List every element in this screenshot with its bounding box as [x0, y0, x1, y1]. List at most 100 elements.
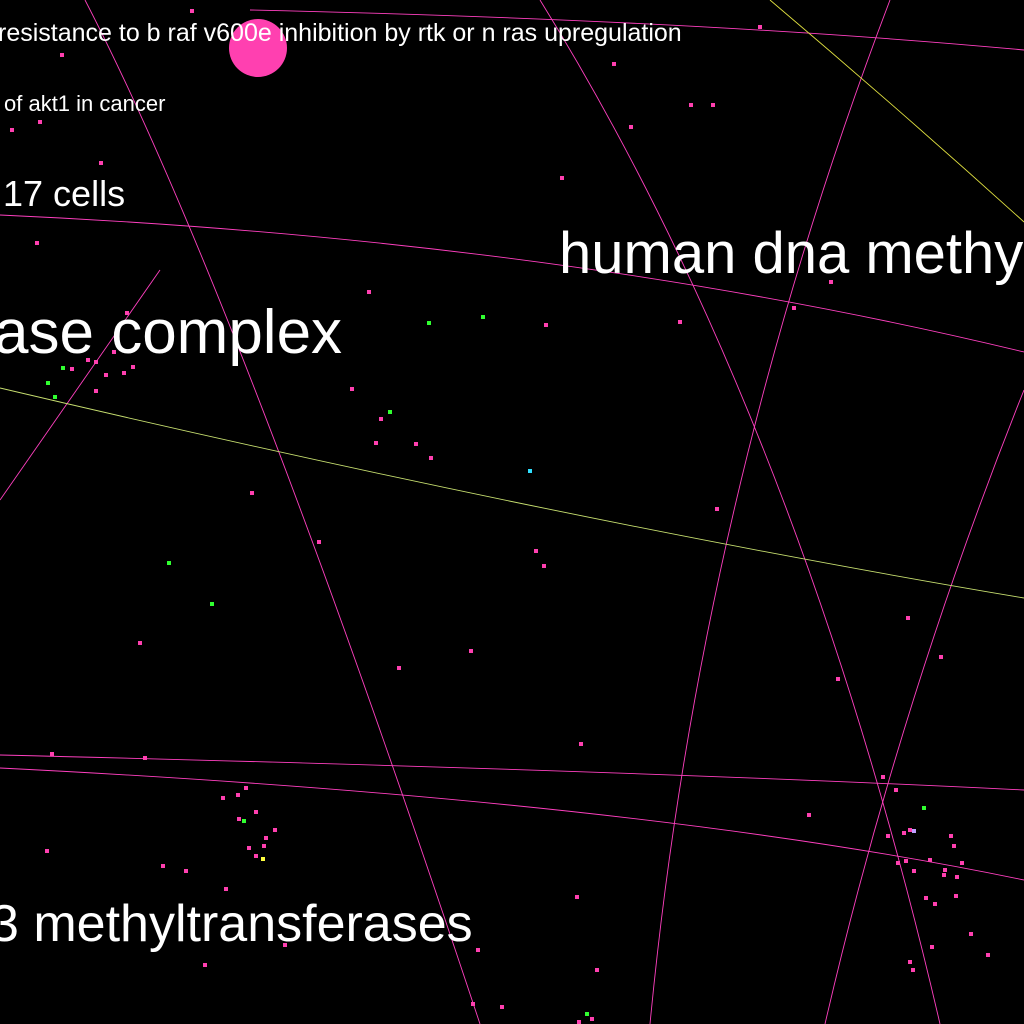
graph-node[interactable]	[184, 869, 188, 873]
graph-node[interactable]	[711, 103, 715, 107]
graph-node[interactable]	[94, 360, 98, 364]
graph-node[interactable]	[45, 849, 49, 853]
graph-node[interactable]	[125, 311, 129, 315]
graph-node[interactable]	[912, 829, 916, 833]
graph-node[interactable]	[104, 373, 108, 377]
graph-node[interactable]	[237, 817, 241, 821]
graph-node[interactable]	[203, 963, 207, 967]
graph-node[interactable]	[46, 381, 50, 385]
graph-node[interactable]	[534, 549, 538, 553]
graph-node[interactable]	[161, 864, 165, 868]
graph-node[interactable]	[969, 932, 973, 936]
graph-node[interactable]	[94, 389, 98, 393]
graph-node[interactable]	[954, 894, 958, 898]
graph-node[interactable]	[261, 857, 265, 861]
cluster-label-braf-resistance[interactable]: resistance to b raf v600e inhibition by …	[0, 19, 682, 47]
graph-node[interactable]	[924, 896, 928, 900]
graph-node[interactable]	[469, 649, 473, 653]
cluster-label-methyltransferases[interactable]: 3 methyltransferases	[0, 895, 473, 953]
graph-node[interactable]	[35, 241, 39, 245]
graph-node[interactable]	[254, 854, 258, 858]
graph-node[interactable]	[933, 902, 937, 906]
graph-node[interactable]	[928, 858, 932, 862]
cluster-label-cells[interactable]: 17 cells	[3, 173, 126, 214]
graph-node[interactable]	[758, 25, 762, 29]
graph-node[interactable]	[829, 280, 833, 284]
graph-node[interactable]	[908, 828, 912, 832]
graph-node[interactable]	[50, 752, 54, 756]
graph-node[interactable]	[122, 371, 126, 375]
graph-node[interactable]	[53, 395, 57, 399]
graph-node[interactable]	[689, 103, 693, 107]
graph-node[interactable]	[886, 834, 890, 838]
graph-node[interactable]	[242, 819, 246, 823]
graph-node[interactable]	[942, 873, 946, 877]
graph-node[interactable]	[807, 813, 811, 817]
graph-node[interactable]	[612, 62, 616, 66]
graph-node[interactable]	[943, 868, 947, 872]
graph-node[interactable]	[896, 861, 900, 865]
graph-node[interactable]	[579, 742, 583, 746]
graph-node[interactable]	[224, 887, 228, 891]
graph-node[interactable]	[894, 788, 898, 792]
graph-node[interactable]	[836, 677, 840, 681]
graph-node[interactable]	[881, 775, 885, 779]
graph-node[interactable]	[367, 290, 371, 294]
graph-node[interactable]	[906, 616, 910, 620]
cluster-label-dna-methylation[interactable]: human dna methy	[559, 221, 1024, 286]
graph-node[interactable]	[244, 786, 248, 790]
cluster-label-complex[interactable]: ase complex	[0, 298, 343, 367]
graph-node[interactable]	[542, 564, 546, 568]
graph-node[interactable]	[911, 968, 915, 972]
graph-node[interactable]	[247, 846, 251, 850]
graph-node[interactable]	[429, 456, 433, 460]
graph-node[interactable]	[476, 948, 480, 952]
graph-node[interactable]	[262, 844, 266, 848]
graph-node[interactable]	[902, 831, 906, 835]
graph-node[interactable]	[960, 861, 964, 865]
graph-node[interactable]	[544, 323, 548, 327]
graph-node[interactable]	[952, 844, 956, 848]
graph-node[interactable]	[629, 125, 633, 129]
graph-node[interactable]	[912, 869, 916, 873]
graph-node[interactable]	[317, 540, 321, 544]
graph-node[interactable]	[221, 796, 225, 800]
graph-node[interactable]	[10, 128, 14, 132]
graph-node[interactable]	[112, 350, 116, 354]
graph-node[interactable]	[379, 417, 383, 421]
graph-node[interactable]	[86, 358, 90, 362]
graph-node[interactable]	[273, 828, 277, 832]
graph-node[interactable]	[560, 176, 564, 180]
graph-node[interactable]	[585, 1012, 589, 1016]
graph-node[interactable]	[397, 666, 401, 670]
cluster-label-akt1-cancer[interactable]: of akt1 in cancer	[4, 91, 166, 116]
graph-node[interactable]	[904, 859, 908, 863]
graph-node[interactable]	[590, 1017, 594, 1021]
graph-node[interactable]	[577, 1020, 581, 1024]
graph-node[interactable]	[575, 895, 579, 899]
graph-node[interactable]	[99, 161, 103, 165]
graph-node[interactable]	[715, 507, 719, 511]
graph-node[interactable]	[427, 321, 431, 325]
graph-node[interactable]	[922, 806, 926, 810]
graph-node[interactable]	[528, 469, 532, 473]
graph-node[interactable]	[236, 793, 240, 797]
graph-node[interactable]	[283, 943, 287, 947]
graph-node[interactable]	[143, 756, 147, 760]
graph-node[interactable]	[949, 834, 953, 838]
graph-node[interactable]	[38, 120, 42, 124]
graph-node[interactable]	[350, 387, 354, 391]
graph-node[interactable]	[254, 810, 258, 814]
graph-node[interactable]	[939, 655, 943, 659]
graph-node[interactable]	[264, 836, 268, 840]
graph-node[interactable]	[678, 320, 682, 324]
graph-node[interactable]	[190, 9, 194, 13]
graph-node[interactable]	[70, 367, 74, 371]
graph-node-highlighted[interactable]	[229, 19, 287, 77]
graph-node[interactable]	[250, 491, 254, 495]
graph-node[interactable]	[908, 960, 912, 964]
graph-node[interactable]	[388, 410, 392, 414]
graph-node[interactable]	[986, 953, 990, 957]
